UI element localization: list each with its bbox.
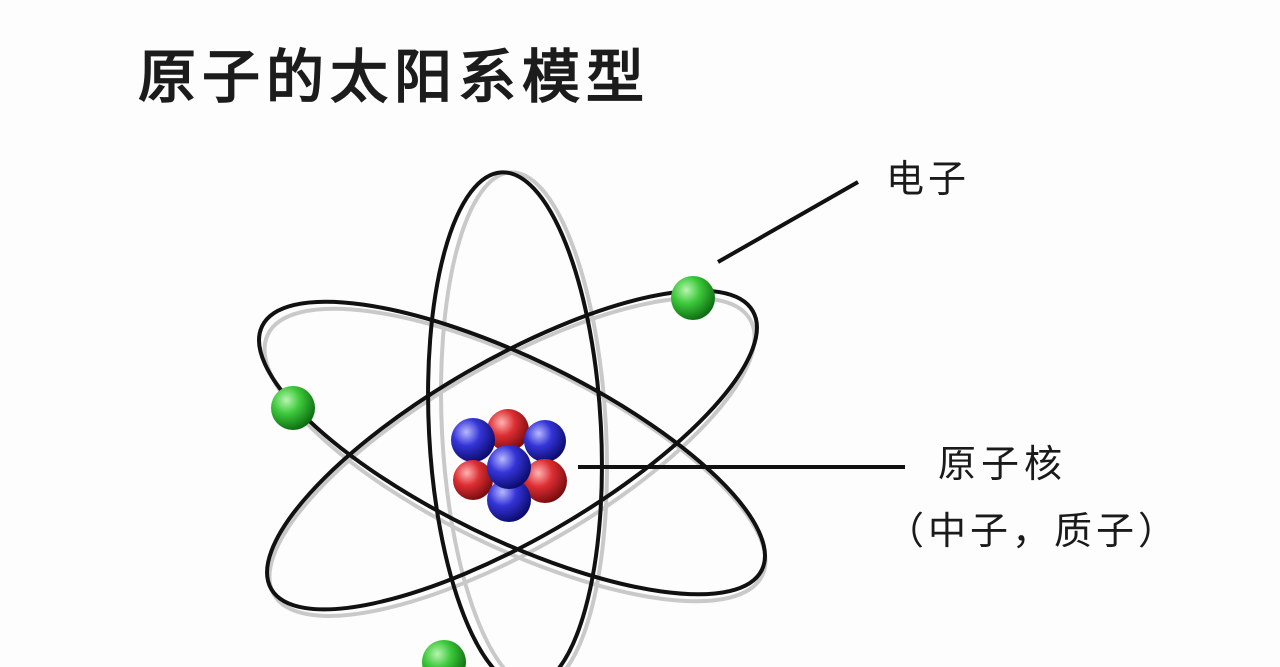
proton-icon xyxy=(453,460,493,500)
electron-icon xyxy=(671,276,715,320)
nucleus xyxy=(451,409,567,522)
nucleus-parts-label: （中子，质子） xyxy=(886,509,1181,553)
neutron-icon xyxy=(487,478,531,522)
orbits xyxy=(257,170,767,667)
nucleus-label: 原子核 xyxy=(938,442,1068,486)
diagram-title: 原子的太阳系模型 xyxy=(138,43,651,111)
electron-pointer-line xyxy=(717,180,859,264)
electron-icon xyxy=(271,386,315,430)
neutron-icon xyxy=(524,420,566,462)
neutron-icon xyxy=(487,445,531,489)
orbit-a xyxy=(257,299,767,597)
electron-icon xyxy=(422,640,466,667)
orbit-vertical xyxy=(426,170,604,667)
neutron-icon xyxy=(451,418,495,462)
electron-label: 电子 xyxy=(886,157,971,201)
proton-icon xyxy=(523,459,567,503)
proton-icon xyxy=(487,409,529,451)
orbit-a-shadow xyxy=(262,306,768,604)
orbit-b xyxy=(265,288,759,612)
